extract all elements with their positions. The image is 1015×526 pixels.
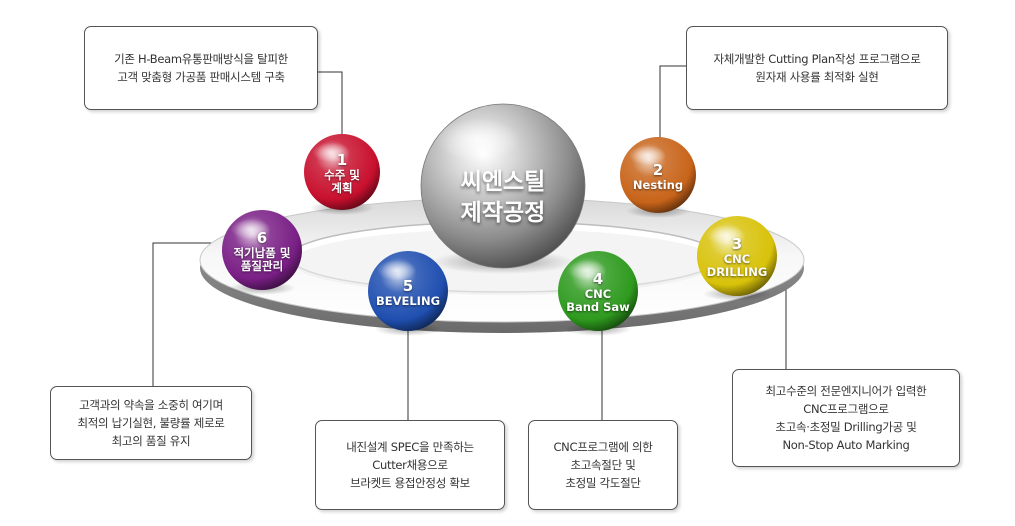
step-text: Nesting	[632, 178, 684, 193]
callout-line: 초고속절단 및	[570, 458, 636, 472]
center-title-line1: 씨엔스틸	[460, 168, 546, 195]
step-spheres	[222, 134, 777, 336]
step-number: 5	[402, 276, 414, 295]
step-sphere-1	[304, 134, 380, 215]
callout-line: 최적의 납기실현, 불량률 제로로	[77, 416, 225, 430]
callout-line: 브라켓트 용접안정성 확보	[350, 476, 470, 490]
step-text: Band Saw	[566, 300, 630, 315]
sphere-highlight	[230, 218, 271, 240]
callout-step-6: 고객과의 약속을 소중히 여기며 최적의 납기실현, 불량률 제로로 최고의 품…	[50, 386, 252, 460]
step-sphere-6	[222, 210, 302, 295]
connector-6	[152, 242, 228, 386]
step-sphere-3	[697, 216, 777, 301]
callout-line: 내진설계 SPEC을 만족하는	[346, 440, 474, 454]
step-text: BEVELING	[375, 294, 441, 309]
center-title: 씨엔스틸 제작공정	[461, 167, 546, 229]
callout-line: Non-Stop Auto Marking	[782, 438, 910, 452]
callout-step-1: 기존 H-Beam유통판매방식을 탈피한 고객 맞춤형 가공품 판매시스템 구축	[84, 26, 318, 110]
center-sphere	[420, 103, 586, 274]
callout-step-5: 내진설계 SPEC을 만족하는 Cutter채용으로 브라켓트 용접안정성 확보	[315, 420, 505, 510]
step-text: CNC	[584, 287, 612, 302]
step-number: 2	[652, 160, 664, 179]
step-number: 6	[256, 229, 268, 248]
step-sphere-4	[558, 251, 638, 336]
callout-line: 초정밀 각도절단	[565, 476, 641, 490]
callout-line: 초고속·초정밀 Drilling가공 및	[775, 420, 917, 434]
step-text: 수주 및	[324, 168, 360, 183]
connector-2	[659, 65, 686, 140]
callout-line: 원자재 사용률 최적화 실현	[755, 70, 879, 84]
callout-line: 최고수준의 전문엔지니어가 입력한	[765, 384, 927, 398]
step-sphere-2	[620, 137, 696, 218]
callout-step-3: 최고수준의 전문엔지니어가 입력한 CNC프로그램으로 초고속·초정밀 Dril…	[732, 369, 960, 467]
step-text: CNC	[723, 252, 751, 267]
callout-line: 자체개발한 Cutting Plan작성 프로그램으로	[713, 52, 921, 66]
step-number: 3	[731, 235, 743, 254]
callout-line: 고객 맞춤형 가공품 판매시스템 구축	[117, 70, 285, 84]
callout-line: CNC프로그램에 의한	[553, 440, 653, 454]
sphere-highlight	[628, 145, 667, 166]
center-title-line2: 제작공정	[460, 200, 546, 226]
callout-line: CNC프로그램으로	[803, 402, 889, 416]
step-text: 계획	[331, 181, 353, 196]
callout-line: 고객과의 약속을 소중히 여기며	[79, 398, 223, 412]
step-text: 품질관리	[240, 259, 284, 274]
sphere-highlight	[312, 142, 351, 163]
callout-line: 기존 H-Beam유통판매방식을 탈피한	[114, 52, 288, 66]
step-sphere-5	[368, 251, 448, 336]
callout-step-2: 자체개발한 Cutting Plan작성 프로그램으로 원자재 사용률 최적화 …	[686, 26, 948, 110]
step-number: 1	[336, 151, 348, 170]
connector-1	[318, 71, 343, 138]
sphere-highlight	[566, 259, 607, 281]
step-number: 4	[592, 270, 604, 289]
callout-step-4: CNC프로그램에 의한 초고속절단 및 초정밀 각도절단	[528, 420, 678, 510]
step-text: DRILLING	[706, 265, 768, 280]
callout-line: 최고의 품질 유지	[111, 434, 191, 448]
step-text: 적기납품 및	[233, 246, 291, 261]
callout-line: Cutter채용으로	[372, 458, 448, 472]
sphere-highlight	[705, 224, 746, 246]
sphere-highlight	[376, 259, 417, 281]
